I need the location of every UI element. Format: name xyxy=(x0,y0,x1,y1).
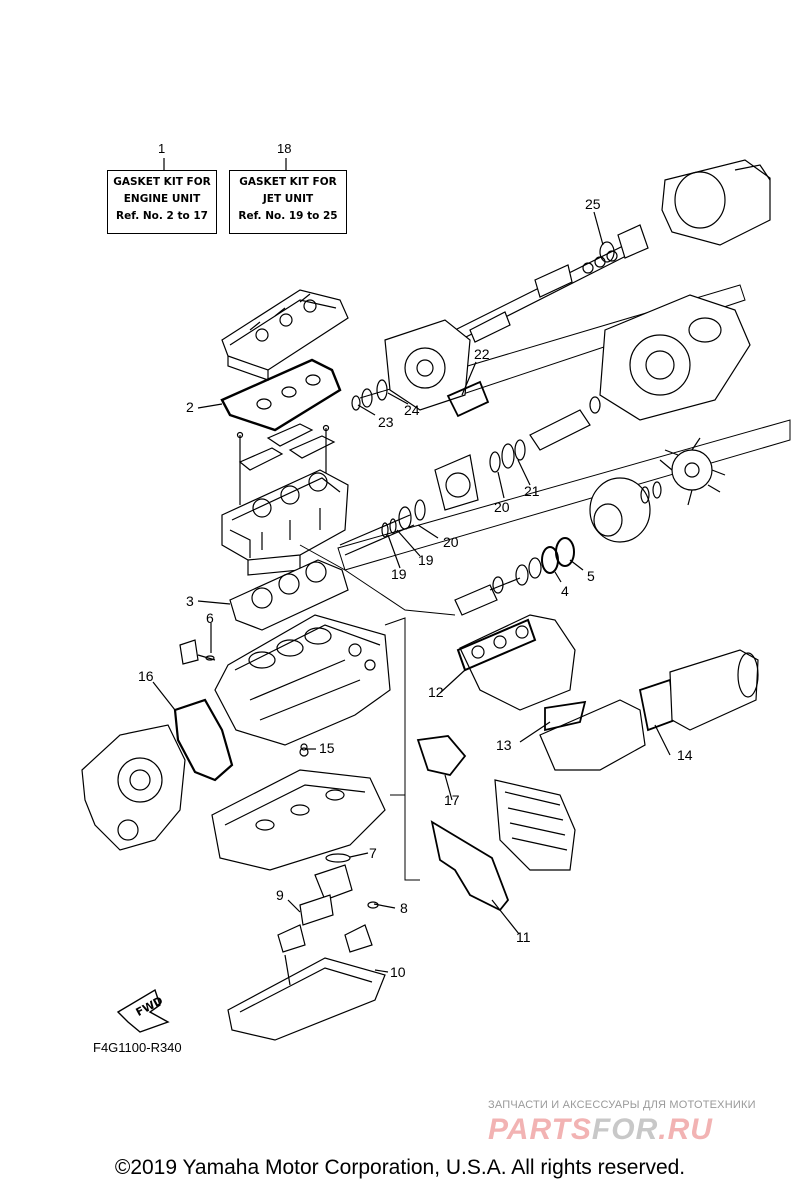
watermark-tagline: ЗАПЧАСТИ И АКСЕССУАРЫ ДЛЯ МОТОТЕХНИКИ xyxy=(488,1099,756,1111)
kit-line: Ref. No. 19 to 25 xyxy=(238,210,338,222)
exhaust-gasket-13 xyxy=(544,700,587,732)
crankcase-oring xyxy=(325,853,351,863)
oil-pan xyxy=(227,954,386,1041)
callout-4: 4 xyxy=(561,583,569,599)
callout-24: 24 xyxy=(404,402,420,418)
seal-20 xyxy=(398,506,412,530)
plate-gasket-11 xyxy=(430,820,510,912)
electrical-box xyxy=(494,779,576,871)
magneto-cover-gasket xyxy=(173,698,234,782)
callout-20-lower: 20 xyxy=(443,534,459,550)
oil-seal-5 xyxy=(555,537,575,567)
jet-gasket-kit-box: GASKET KIT FOR JET UNIT Ref. No. 19 to 2… xyxy=(229,170,347,234)
engine-gasket-kit-box: GASKET KIT FOR ENGINE UNIT Ref. No. 2 to… xyxy=(107,170,217,234)
callout-11: 11 xyxy=(516,929,531,945)
camshaft-caps xyxy=(236,423,336,505)
impeller-housing xyxy=(599,294,751,421)
head-cover-gasket xyxy=(220,358,342,432)
magneto-cover xyxy=(81,724,186,851)
jet-oring xyxy=(599,241,615,263)
kit-line: JET UNIT xyxy=(262,193,314,205)
oring-19a xyxy=(381,522,389,538)
cylinder-head-gasket xyxy=(229,559,349,631)
callout-21: 21 xyxy=(524,483,540,499)
exhaust-gasket-14 xyxy=(638,678,676,732)
callout-6: 6 xyxy=(206,610,214,626)
impeller xyxy=(659,437,726,506)
callout-13: 13 xyxy=(496,737,512,753)
drive-shaft xyxy=(454,244,629,343)
callout-17: 17 xyxy=(444,792,460,808)
gasket-17 xyxy=(416,735,467,777)
bearing-housing xyxy=(434,409,591,511)
gasket-22 xyxy=(446,380,490,418)
callout-5: 5 xyxy=(587,568,595,584)
oil-pressure-sensor xyxy=(179,639,216,665)
seal-24 xyxy=(376,379,388,401)
callout-8: 8 xyxy=(400,900,408,916)
kit-line: GASKET KIT FOR xyxy=(113,176,211,188)
watermark-logo: PARTSFOR.RU xyxy=(488,1113,713,1147)
oring-19b xyxy=(389,518,397,534)
callout-22: 22 xyxy=(474,346,490,362)
cylinder-head xyxy=(221,469,349,576)
callout-23: 23 xyxy=(378,414,394,430)
callout-10: 10 xyxy=(390,964,406,980)
callout-20-upper: 20 xyxy=(494,499,510,515)
callout-9: 9 xyxy=(276,887,284,903)
output-shaft xyxy=(454,577,521,616)
intermediate-housing xyxy=(384,319,471,411)
watermark-logo-part3: .RU xyxy=(658,1113,713,1146)
ride-plate-ring xyxy=(589,477,651,543)
jet-pump-housing xyxy=(661,159,771,246)
callout-7: 7 xyxy=(369,845,377,861)
exhaust-pipe xyxy=(539,649,759,771)
coupling-shaft xyxy=(339,499,426,556)
fwd-arrow xyxy=(116,988,170,1033)
kit-number-1: 1 xyxy=(158,141,166,156)
callout-16: 16 xyxy=(138,668,154,684)
exhaust-manifold xyxy=(456,614,576,711)
lower-crankcase xyxy=(211,743,386,871)
cylinder-head-cover xyxy=(221,289,349,381)
kit-number-18: 18 xyxy=(277,141,292,156)
seal-23 xyxy=(351,395,361,411)
callout-14: 14 xyxy=(677,747,693,763)
callout-3: 3 xyxy=(186,593,194,609)
watermark-logo-part2: FOR xyxy=(591,1113,659,1146)
kit-line: Ref. No. 2 to 17 xyxy=(116,210,208,222)
copyright-notice: ©2019 Yamaha Motor Corporation, U.S.A. A… xyxy=(114,1156,686,1179)
callout-19-right: 19 xyxy=(418,552,434,568)
kit-line: ENGINE UNIT xyxy=(123,193,201,205)
callout-25: 25 xyxy=(585,196,601,212)
callout-19-left: 19 xyxy=(391,566,407,582)
cylinder-block xyxy=(214,614,391,746)
oil-pump xyxy=(277,864,379,953)
callout-2: 2 xyxy=(186,399,194,415)
watermark-logo-part1: PARTS xyxy=(488,1113,592,1146)
callout-12: 12 xyxy=(428,684,444,700)
kit-line: GASKET KIT FOR xyxy=(239,176,337,188)
callout-15: 15 xyxy=(319,740,335,756)
diagram-reference-code: F4G1100-R340 xyxy=(93,1040,182,1055)
